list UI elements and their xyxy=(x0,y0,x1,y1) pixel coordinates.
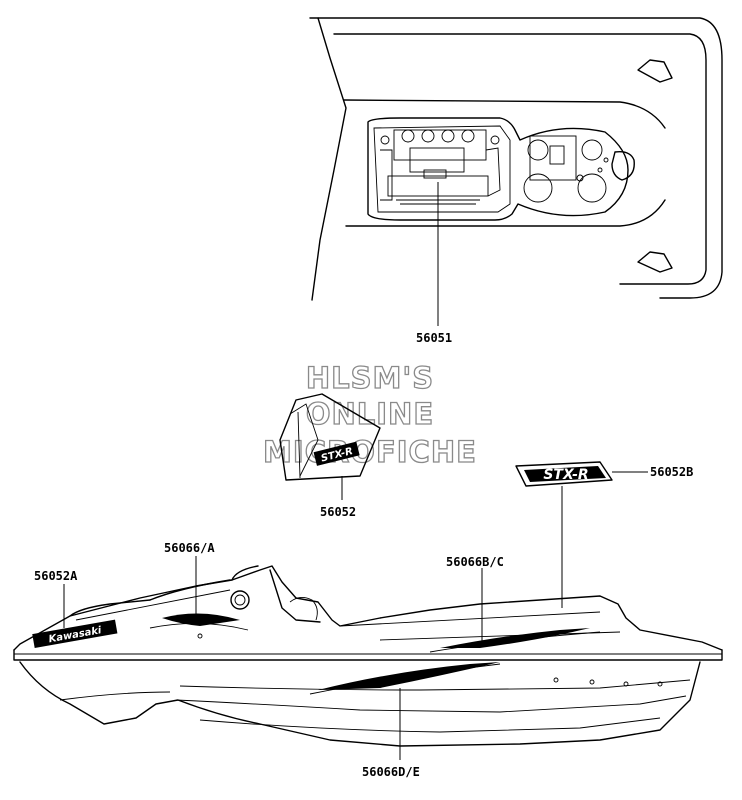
steering-area xyxy=(523,135,609,203)
watermark: HLSM'S ONLINE MICROFICHE xyxy=(262,360,476,469)
part-label-56052: 56052 xyxy=(320,505,356,519)
side-view-watercraft: Kawasaki xyxy=(13,556,723,760)
watermark-line-1: HLSM'S xyxy=(306,361,434,395)
part-labels: 56051 56052 56052B 56066/A 56052A 56066B… xyxy=(34,331,693,779)
engine-bay-top-view xyxy=(309,17,723,326)
part-label-56066A: 56066/A xyxy=(164,541,215,555)
part-label-56066DE: 56066D/E xyxy=(362,765,420,779)
part-label-56052A: 56052A xyxy=(34,569,78,583)
engine-block xyxy=(380,129,501,205)
badge-text: STX-R xyxy=(543,467,588,483)
part-label-56051: 56051 xyxy=(416,331,452,345)
part-label-56052B: 56052B xyxy=(650,465,693,479)
model-badge-decal: STX-R xyxy=(515,461,648,608)
part-label-56066BC: 56066B/C xyxy=(446,555,504,569)
watermark-line-2: ONLINE xyxy=(306,397,434,431)
